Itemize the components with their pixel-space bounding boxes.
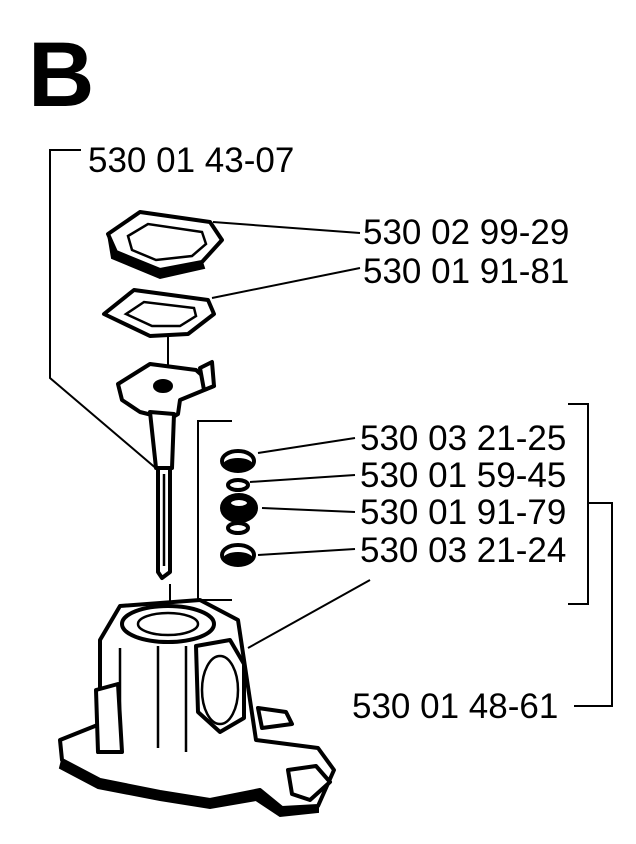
part-label-gasket: 530 01 91-81 — [363, 252, 569, 291]
part-label-cover: 530 02 99-29 — [363, 213, 569, 252]
part-label-seal-top: 530 03 21-25 — [360, 419, 566, 458]
washer-lower-part — [226, 521, 250, 535]
cover-part — [106, 210, 224, 280]
section-letter: B — [28, 24, 94, 126]
part-label-bearing: 530 01 91-79 — [360, 493, 566, 532]
gasket-part — [102, 288, 216, 338]
seal-bottom-part — [220, 543, 256, 567]
part-label-washer: 530 01 59-45 — [360, 456, 566, 495]
housing-part — [58, 598, 336, 818]
washer-part — [226, 478, 250, 492]
seal-top-part — [220, 449, 256, 473]
part-label-seal-bottom: 530 03 21-24 — [360, 531, 566, 570]
part-label-needle: 530 01 43-07 — [88, 141, 294, 180]
part-label-housing: 530 01 48-61 — [352, 687, 558, 726]
needle-part — [116, 360, 216, 580]
bearing-part — [220, 493, 258, 523]
